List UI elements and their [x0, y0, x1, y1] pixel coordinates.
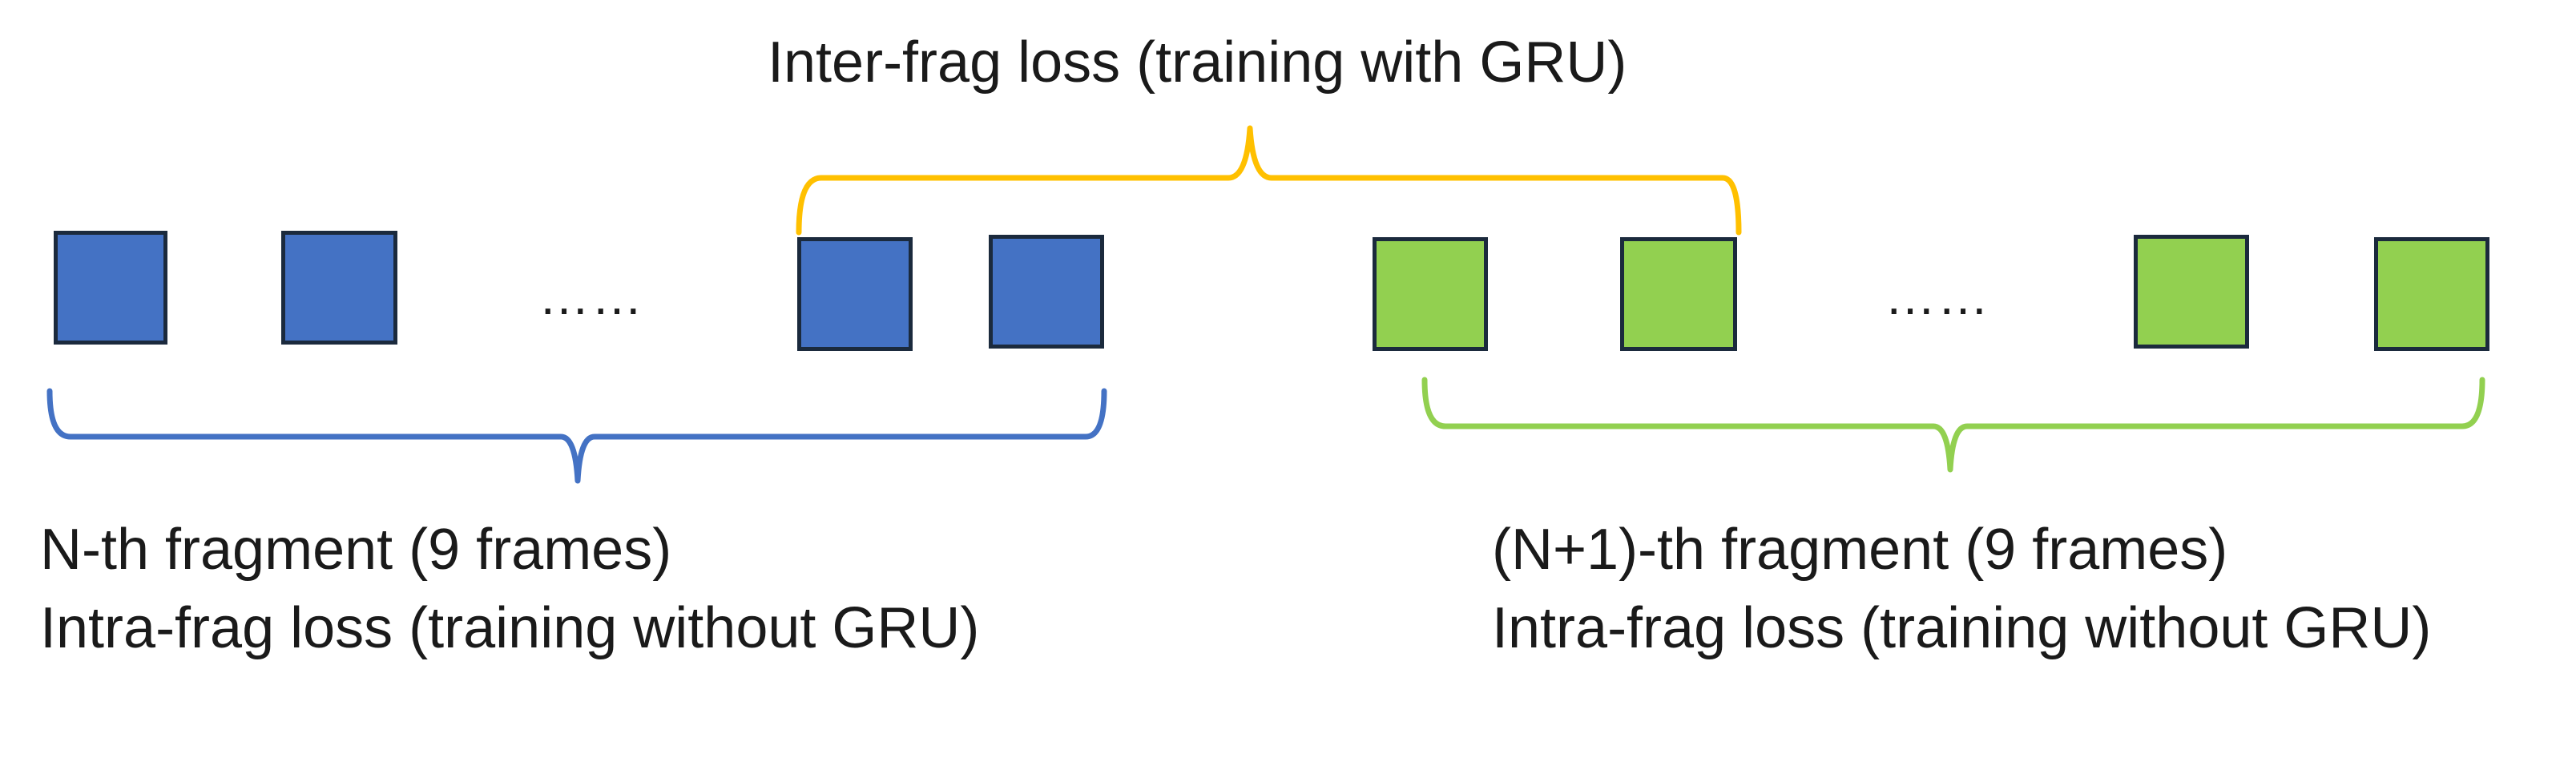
next-fragment-ellipsis: ……	[1885, 268, 1990, 325]
nth-fragment-frame-9	[989, 235, 1104, 349]
nth-fragment-label: N-th fragment (9 frames)	[40, 518, 672, 582]
inter-frag-loss-label: Inter-frag loss (training with GRU)	[768, 30, 1627, 95]
next-fragment-frame-9	[2374, 237, 2489, 351]
next-fragment-brace	[1421, 377, 2485, 473]
inter-frag-brace	[796, 125, 1742, 236]
nth-fragment-brace	[46, 388, 1107, 484]
next-fragment-frame-1	[1373, 237, 1488, 351]
next-fragment-label: (N+1)-th fragment (9 frames)	[1492, 518, 2228, 582]
nth-fragment-frame-8	[797, 237, 913, 351]
next-intra-frag-loss-label: Intra-frag loss (training without GRU)	[1492, 596, 2432, 660]
nth-fragment-frame-2	[281, 231, 397, 345]
next-fragment-frame-8	[2134, 235, 2249, 349]
nth-fragment-ellipsis: ……	[538, 268, 644, 325]
nth-intra-frag-loss-label: Intra-frag loss (training without GRU)	[40, 596, 980, 660]
nth-fragment-frame-1	[54, 231, 167, 345]
next-fragment-frame-2	[1620, 237, 1737, 351]
